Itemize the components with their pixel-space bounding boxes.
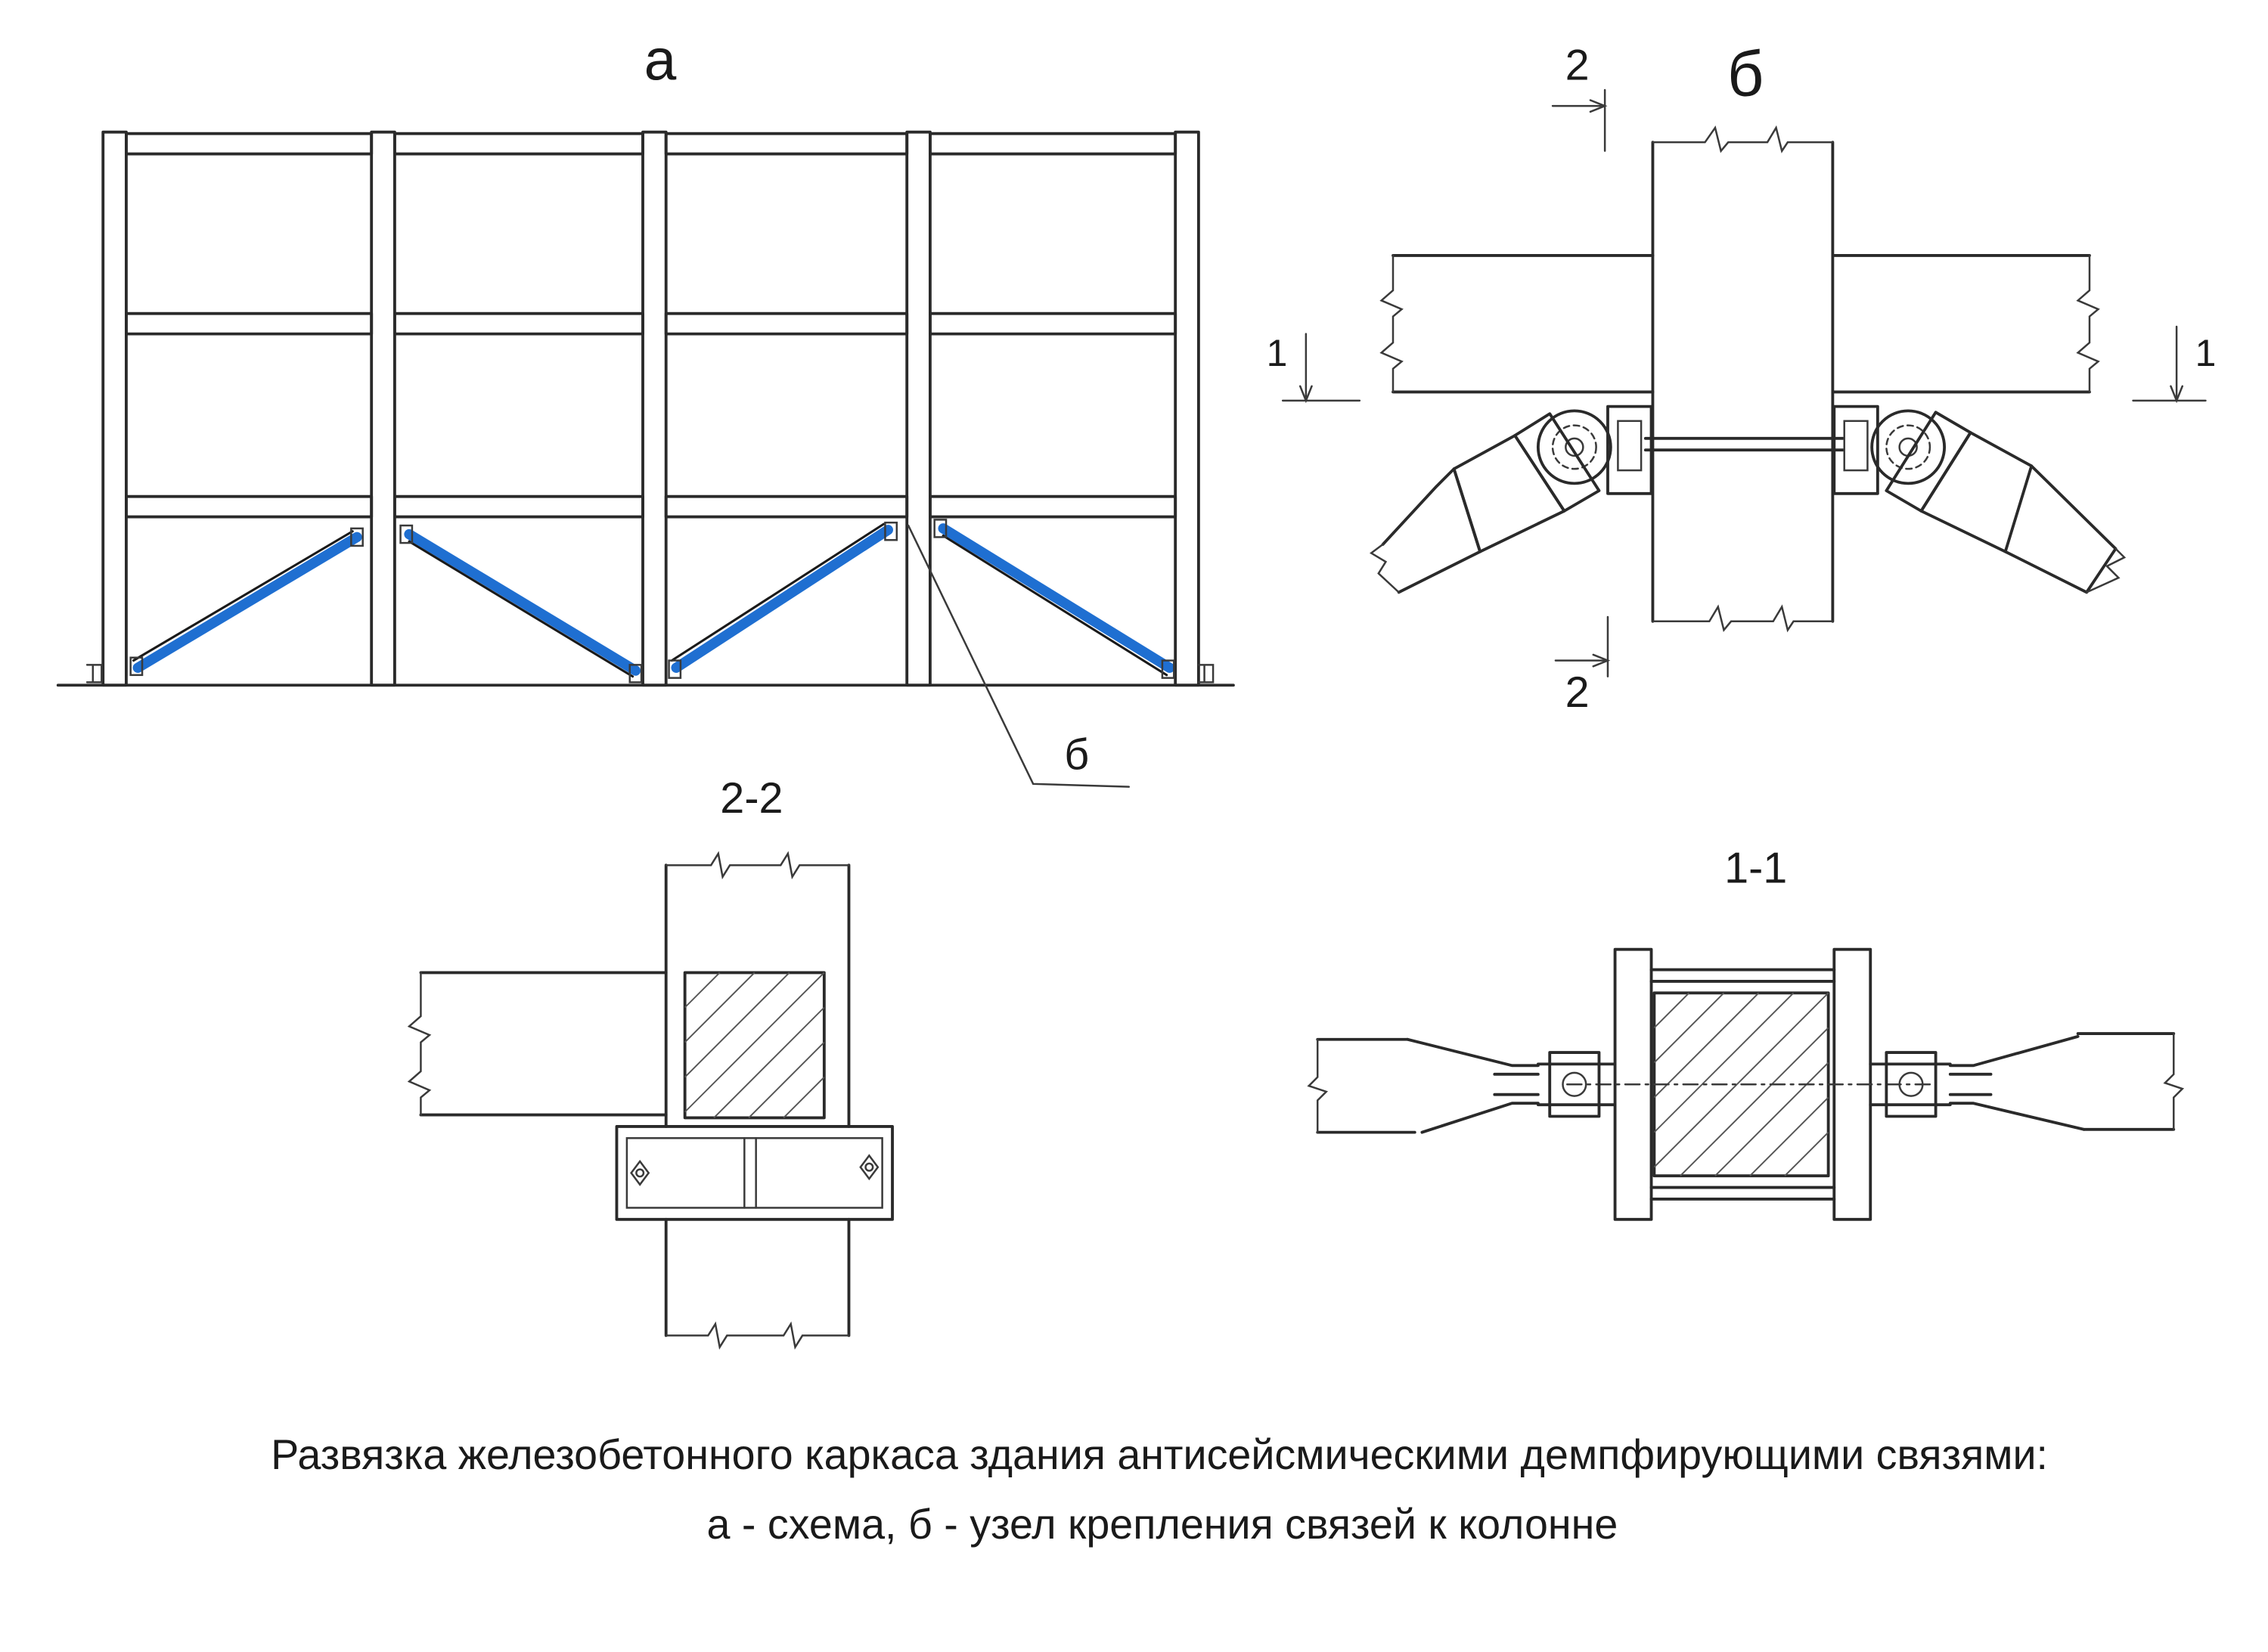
joint-detail-view-b: б 1 <box>1267 39 2217 717</box>
cut-2-top-marker: 2 <box>1551 42 1608 152</box>
caption-line-1: Развязка железобетонного каркаса здания … <box>271 1431 2048 1478</box>
section-1-1-title: 1-1 <box>1724 844 1787 892</box>
callout-b: б <box>907 524 1131 788</box>
section-1-1: 1-1 <box>1307 844 2185 1221</box>
frame-columns <box>101 130 1200 687</box>
cut-1-left-marker: 1 <box>1267 332 1361 404</box>
caption: Развязка железобетонного каркаса здания … <box>271 1431 2048 1548</box>
view-b-label: б <box>1727 39 1764 110</box>
damping-braces <box>129 519 1175 683</box>
frame-beams <box>125 132 1177 519</box>
callout-b-label: б <box>1064 731 1089 780</box>
cut-1-right-marker: 1 <box>2132 325 2217 404</box>
section-2-2: 2-2 <box>407 774 894 1350</box>
frame-scheme-view-a: а <box>56 29 1235 788</box>
cut-1-right-label: 1 <box>2195 332 2217 374</box>
view-a-label: а <box>644 29 677 93</box>
cut-2-top-label: 2 <box>1565 42 1590 90</box>
section-2-2-title: 2-2 <box>720 774 783 823</box>
cut-2-bottom-marker: 2 <box>1554 615 1611 717</box>
cut-1-left-label: 1 <box>1267 332 1288 374</box>
cut-2-bottom-label: 2 <box>1565 668 1590 717</box>
caption-line-2: а - схема, б - узел крепления связей к к… <box>707 1501 1618 1548</box>
